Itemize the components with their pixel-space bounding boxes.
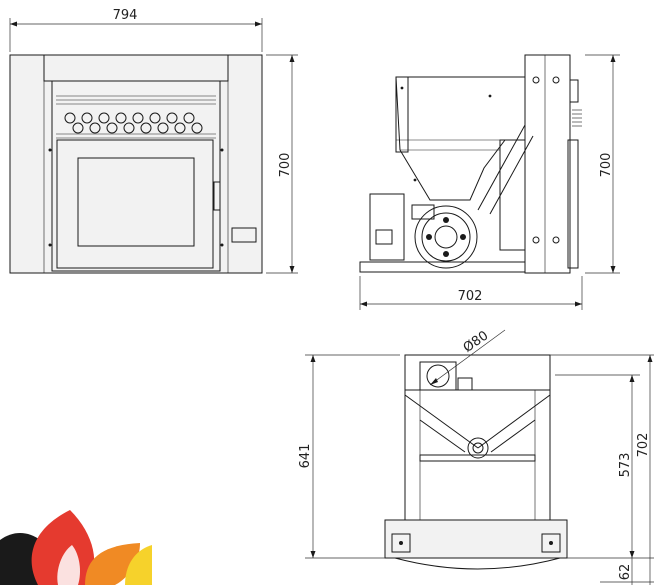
bottom-dim-62: 62 — [618, 564, 633, 581]
side-height-dim: 700 — [599, 153, 614, 178]
right-dim-702: 702 — [636, 433, 651, 458]
logo-petal-yellow — [125, 545, 152, 585]
logo-inner-shape — [57, 545, 80, 585]
side-depth-dim: 702 — [458, 289, 483, 304]
front-width-dim: 794 — [113, 8, 138, 23]
top-view: Ø80 641 573 702 62 — [298, 328, 654, 585]
brand-logo — [0, 510, 152, 585]
left-depth-dim: 641 — [298, 444, 313, 469]
front-view: 794 — [9, 8, 298, 274]
right-dim-573: 573 — [618, 453, 633, 478]
flue-diameter-dim: Ø80 — [461, 328, 492, 356]
vent-holes — [64, 112, 203, 134]
side-view: 702 700 — [359, 54, 620, 310]
front-height-dim: 700 — [278, 153, 293, 178]
